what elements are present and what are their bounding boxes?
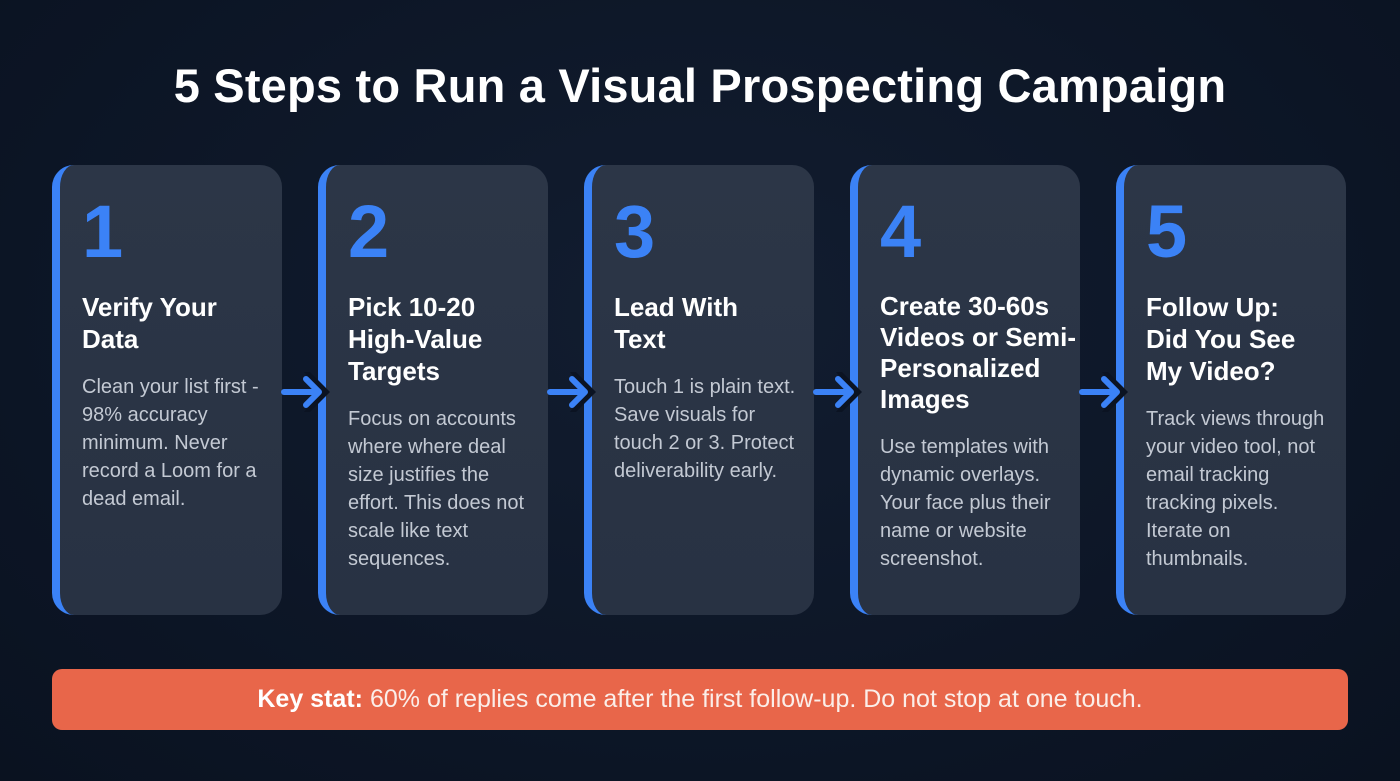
step-heading: Lead With Text [614,292,738,354]
step-number: 2 [348,190,390,273]
step-card-2: 2 Pick 10-20 High-Value Targets Focus on… [318,165,548,615]
arrow-right-icon [547,372,596,412]
step-number: 5 [1146,190,1188,273]
step-body: Clean your list first - 98% accuracy min… [82,376,259,510]
step-number: 4 [880,190,922,273]
step-heading: Follow Up: Did You See My Video? [1146,292,1296,386]
key-stat-label: Key stat: [257,685,363,713]
step-body: Focus on accounts where where deal size … [348,408,525,570]
step-card-4: 4 Create 30-60s Videos or Semi-Personali… [850,165,1080,615]
step-card-3: 3 Lead With Text Touch 1 is plain text. … [584,165,814,615]
step-body: Track views through your video tool, not… [1146,408,1325,570]
key-stat-text: 60% of replies come after the first foll… [369,685,1143,713]
step-heading: Verify Your Data [82,292,217,354]
step-body: Use templates with dynamic overlays. You… [880,436,1051,570]
arrow-right-icon [813,372,862,412]
key-stat-banner: Key stat: 60% of replies come after the … [52,669,1348,730]
page-title: 5 Steps to Run a Visual Prospecting Camp… [173,59,1227,112]
step-number: 3 [614,190,656,273]
step-card-5: 5 Follow Up: Did You See My Video? Track… [1116,165,1346,615]
step-heading: Pick 10-20 High-Value Targets [348,292,483,386]
arrow-right-icon [1079,372,1128,412]
step-card-1: 1 Verify Your Data Clean your list first… [52,165,282,615]
step-heading: Create 30-60s Videos or Semi-Personalize… [880,291,1077,414]
step-number: 1 [82,190,124,273]
step-body: Touch 1 is plain text. Save visuals for … [614,376,796,482]
arrow-right-icon [281,372,330,412]
